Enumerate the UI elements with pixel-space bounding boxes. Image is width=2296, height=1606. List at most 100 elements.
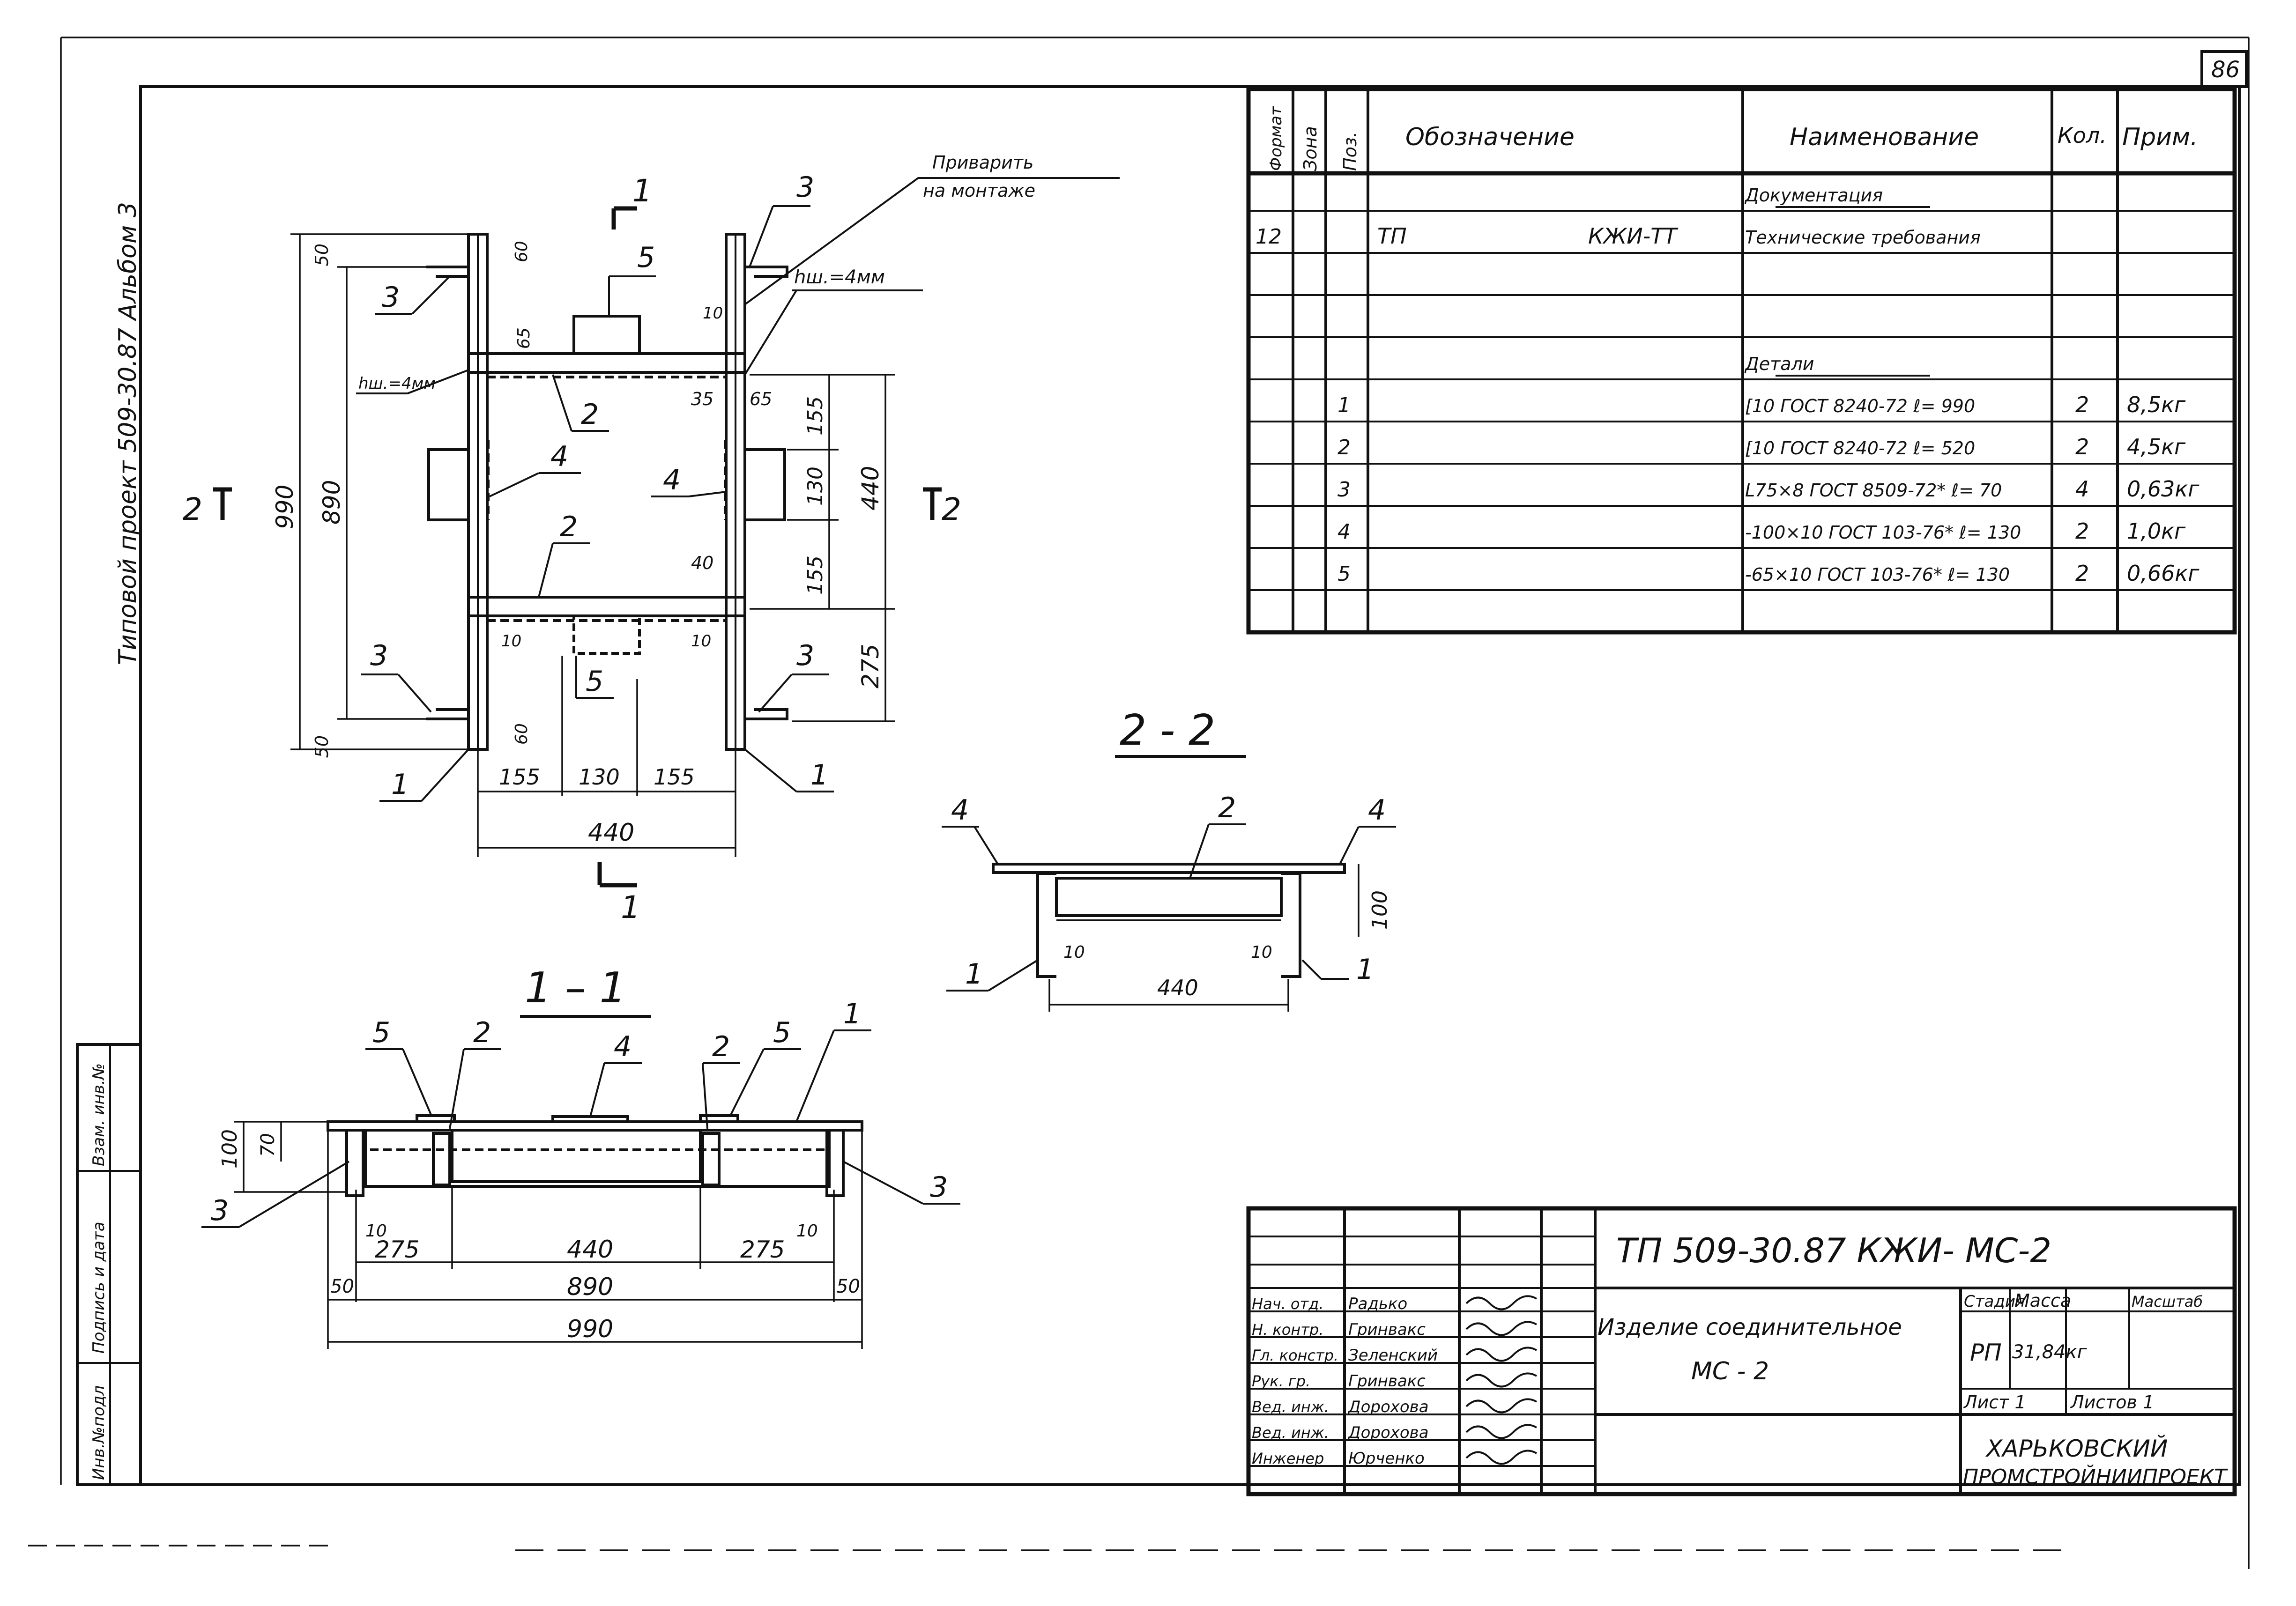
s11-dim-10-right: 10 [796,1221,818,1241]
dim-40: 40 [691,553,713,573]
callout-1-right-leader [744,748,797,792]
tb-role-name: Зеленский [1348,1346,1438,1365]
s11-channel-pos2-right [701,1132,721,1186]
s11-callout-5-right: 5 [773,1016,791,1049]
callout-4-right-leader [688,491,727,497]
dim-990: 990 [271,485,298,529]
dim-b440: 440 [588,819,634,847]
channel-bottom-pos2 [467,596,746,617]
spec-header-format: Формат [1267,106,1285,171]
callout-3-bl-leader [397,673,432,713]
tb-mass-value: 31,84кг [2012,1341,2088,1363]
spec-cell-name: [10 ГОСТ 8240-72 ℓ= 990 [1745,396,1975,416]
section-2-2-title: 2 - 2 [1120,706,1215,755]
tb-role-title: Гл. констр. [1252,1347,1338,1364]
tb-role-name: Гринвакс [1348,1320,1426,1339]
s22-callout-1-left-leader [988,959,1039,992]
dim-b155-1: 155 [499,764,540,790]
section-1-1: 1 – 1 100 70 10 10 275 440 275 [201,963,960,1349]
dim-60-top: 60 [512,241,531,262]
s11-callout-1: 1 [843,998,861,1030]
callout-4-left-leader [489,472,539,497]
note-weld-2: на монтаже [923,180,1035,201]
spec-header-zone: Зона [1300,126,1321,171]
dim-50-top: 50 [312,244,332,266]
project-side-label: Типовой проект 509-30.87 Альбом 3 [114,202,142,665]
s11-dim-50-left: 50 [330,1276,354,1297]
spec-cell-pos: 3 [1337,478,1351,502]
dim-35: 35 [691,389,713,409]
callout-5-bottom: 5 [586,665,603,698]
s11-dim-440: 440 [567,1236,613,1264]
s11-dim-275-left: 275 [375,1236,419,1263]
callout-4-left: 4 [550,440,568,473]
angle-tr [745,266,788,278]
spec-header-pos: Поз. [1340,132,1360,171]
s22-dim-10-right: 10 [1251,943,1272,962]
tb-item-name-1: Изделие соединительное [1598,1314,1902,1340]
stamp-podpis-data: Подпись и дата [89,1221,108,1354]
sheet-number-box [2200,50,2248,88]
s11-callout-5-left: 5 [372,1016,390,1049]
s22-callout-4-left-leader [973,826,999,865]
spec-cell-designation-b: КЖИ-ТТ [1588,223,1679,249]
s22-channel-pos2 [1055,877,1283,917]
tb-role-title: Нач. отд. [1252,1295,1323,1313]
dim-10-b: 10 [501,632,521,651]
spec-cell-designation-a: ТП [1377,223,1407,249]
s11-channel-body [364,1129,831,1188]
dim-155-r2: 155 [803,555,827,595]
angle-tl [426,266,470,278]
s11-dim-100: 100 [218,1129,242,1169]
callout-4-right: 4 [663,464,681,496]
s22-callout-1-right: 1 [1356,953,1374,986]
s22-callout-4-left: 4 [951,794,969,827]
dim-155-r1: 155 [803,396,827,436]
tb-signature [1465,1450,1538,1465]
stamp-sidebar: Взам. инв.№ Подпись и дата Инв.№подл [76,1043,142,1486]
tb-role-title: Вед. инж. [1252,1398,1329,1416]
tb-role-title: Н. контр. [1252,1321,1323,1339]
spec-cell-name: [10 ГОСТ 8240-72 ℓ= 520 [1745,438,1975,459]
spec-cell-qty: 2 [2075,561,2089,586]
s11-plate4 [551,1115,629,1123]
tb-code: ТП 509-30.87 КЖИ- МС-2 [1616,1231,2051,1270]
callout-2-top: 2 [581,398,599,431]
callout-2-bottom: 2 [560,511,578,543]
plate-pos5-top [572,315,641,355]
spec-cell-pos: 1 [1337,393,1351,417]
callout-3-br: 3 [796,639,814,672]
tb-role-name: Радько [1348,1295,1407,1313]
spec-cell-name: -65×10 ГОСТ 103-76* ℓ= 130 [1745,564,2010,585]
spec-cell-note: 1,0кг [2127,518,2186,544]
s11-angle-left [345,1129,364,1197]
s11-channel-pos2-left [432,1132,451,1186]
s11-callout-1-leader [795,1030,835,1122]
s22-callout-4-right-leader [1339,826,1360,865]
spec-cell-qty: 2 [2075,434,2089,459]
spec-header-name: Наименование [1790,123,1979,151]
stamp-vzam-inv: Взам. инв.№ [89,1063,108,1166]
spec-cell-qty: 2 [2075,392,2089,417]
s22-plate [992,863,1346,874]
s22-dim-440: 440 [1157,975,1198,1000]
s11-callout-3-left-leader [238,1161,350,1228]
sheet-number: 86 [2211,57,2240,83]
tb-signature [1465,1424,1538,1439]
note-weld-1: Приварить [932,152,1033,173]
tb-signature [1465,1372,1538,1388]
section-2-2: 2 - 2 440 10 10 100 4 4 2 1 1 [942,706,1396,1012]
tb-role-name: Гринвакс [1348,1372,1426,1391]
s11-callout-4: 4 [614,1030,632,1063]
s22-dim-100: 100 [1368,890,1392,930]
plate-pos4-right [743,448,786,521]
s22-channel-right [1281,872,1301,978]
callout-3-bl: 3 [370,639,388,672]
spec-cell-pos: 2 [1337,436,1351,459]
plate-pos5-bottom [572,614,641,655]
spec-table: Формат Зона Поз. Обозначение Наименовани… [1246,87,2237,635]
